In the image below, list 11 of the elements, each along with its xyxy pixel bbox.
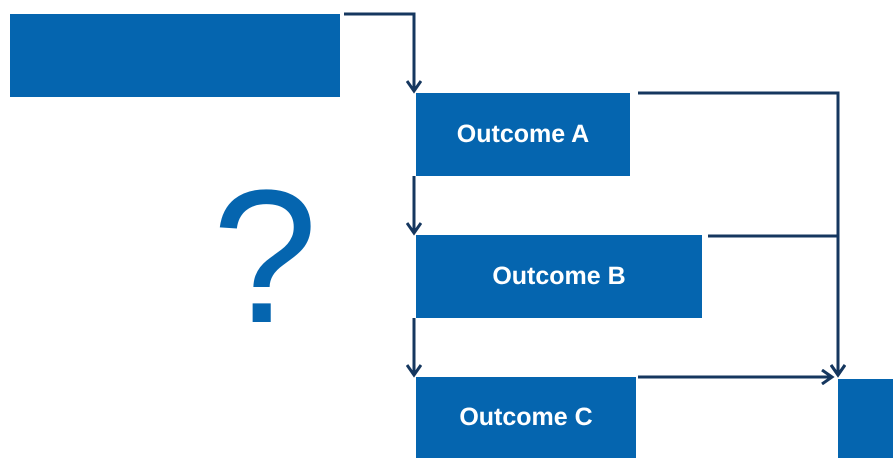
- arrow: [638, 368, 834, 386]
- arrow: [406, 318, 422, 376]
- arrow: [708, 234, 846, 376]
- outcome-box: Outcome B: [416, 235, 702, 318]
- outcome-box: Outcome A: [416, 93, 630, 176]
- arrow: [344, 12, 422, 92]
- arrow: [406, 176, 422, 234]
- outcome-box: Outcome C: [416, 377, 636, 458]
- empty-box: [10, 14, 340, 97]
- empty-box: [838, 379, 893, 458]
- question-mark: ?: [212, 162, 318, 352]
